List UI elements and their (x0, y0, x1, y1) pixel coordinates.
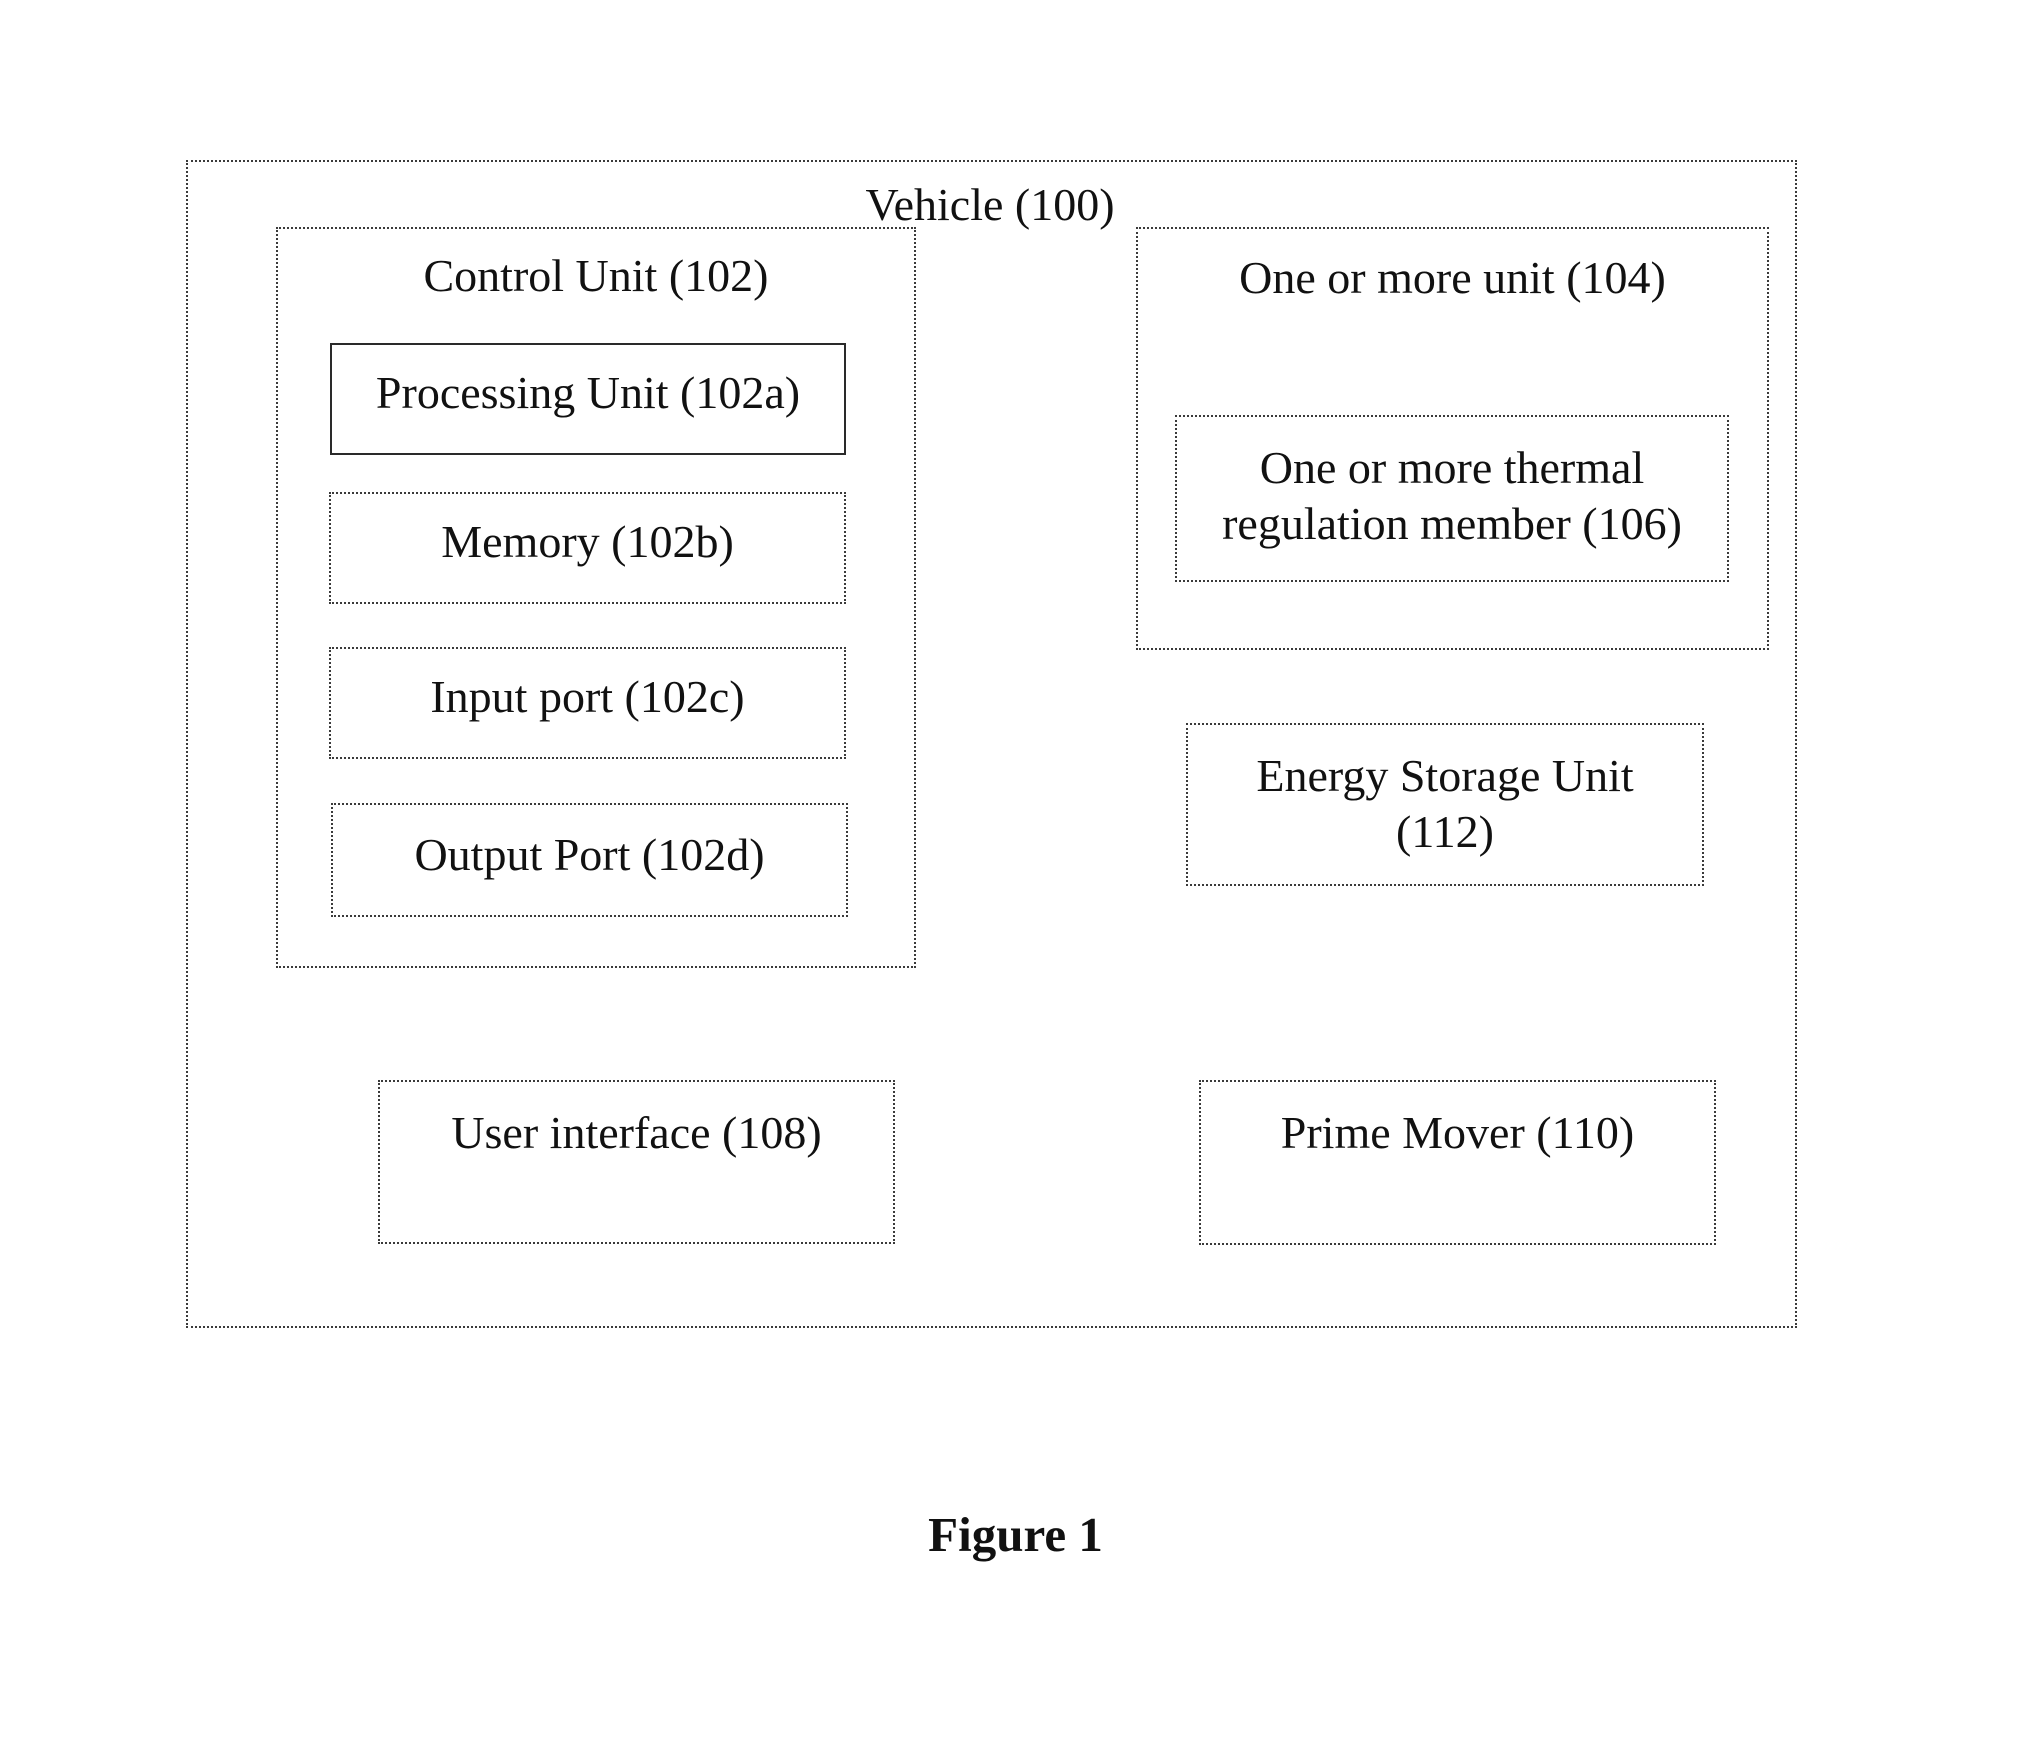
vehicle-label: Vehicle (100) (865, 179, 1115, 230)
energy-storage-label-line2: (112) (1396, 806, 1494, 857)
processing-unit-box: Processing Unit (102a) (330, 343, 846, 455)
memory-box: Memory (102b) (329, 492, 846, 604)
user-interface-label: User interface (108) (451, 1107, 822, 1158)
figure-caption: Figure 1 (928, 1507, 1103, 1562)
processing-unit-label: Processing Unit (102a) (375, 367, 801, 418)
thermal-member-label-line2: regulation member (106) (1222, 498, 1682, 549)
prime-mover-label: Prime Mover (110) (1280, 1107, 1635, 1158)
output-port-box: Output Port (102d) (331, 803, 848, 917)
thermal-member-box: One or more thermal regulation member (1… (1175, 415, 1729, 582)
user-interface-box: User interface (108) (378, 1080, 895, 1244)
thermal-member-label-line1: One or more thermal (1259, 442, 1645, 493)
prime-mover-box: Prime Mover (110) (1199, 1080, 1716, 1245)
input-port-box: Input port (102c) (329, 647, 846, 759)
units-box: One or more unit (104) (1136, 227, 1769, 650)
input-port-label: Input port (102c) (430, 671, 745, 722)
vehicle-box (186, 160, 1797, 1328)
energy-storage-box: Energy Storage Unit (112) (1186, 723, 1704, 886)
units-label: One or more unit (104) (1239, 252, 1666, 303)
control-unit-label: Control Unit (102) (423, 250, 769, 301)
output-port-label: Output Port (102d) (414, 829, 765, 880)
memory-label: Memory (102b) (441, 516, 734, 567)
control-unit-box: Control Unit (102) (276, 227, 916, 968)
energy-storage-label-line1: Energy Storage Unit (1256, 750, 1634, 801)
